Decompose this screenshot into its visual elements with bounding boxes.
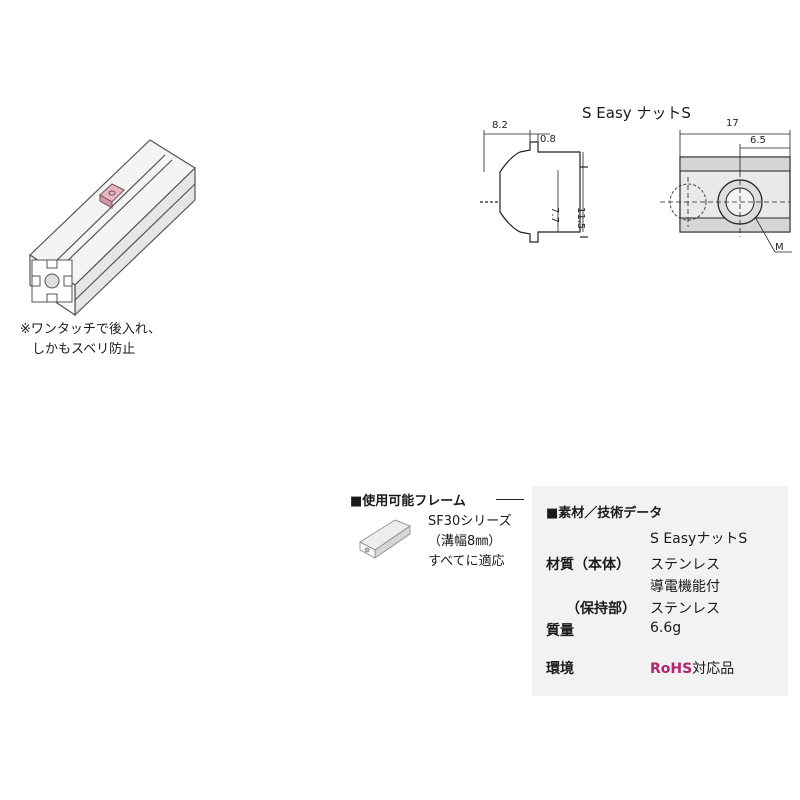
frames-applicability: すべてに適応 (428, 554, 505, 569)
product-title: S Easy ナットS (582, 104, 691, 122)
spec-value-conductive: 導電機能付 (650, 579, 720, 595)
frames-series: SF30シリーズ (428, 514, 512, 529)
frame-thumbnail-icon (359, 519, 411, 559)
spec-value-holder: ステンレス (650, 601, 720, 617)
spec-panel: ■素材／技術データ S EasyナットS 材質（本体） ステンレス 導電機能付 … (532, 486, 788, 696)
spec-product-name: S EasyナットS (650, 531, 748, 547)
dim-m: M (775, 242, 784, 253)
spec-value-material: ステンレス (650, 557, 720, 573)
dim-11-5: 11.5 (575, 207, 586, 229)
spec-label-holder: （保持部） (566, 601, 636, 617)
frames-heading: ■使用可能フレーム (350, 494, 466, 509)
rohs-badge: RoHS (650, 661, 693, 677)
profile-illustration (29, 139, 196, 317)
note-line-1: ※ワンタッチで後入れ、 (20, 322, 162, 337)
spec-value-mass: 6.6g (650, 620, 682, 636)
dim-0-8: 0.8 (540, 134, 556, 145)
spec-label-environment: 環境 (546, 661, 574, 677)
frames-rule (496, 499, 524, 500)
spec-heading: ■素材／技術データ (546, 506, 663, 521)
frames-desc: SF30シリーズ （溝幅8㎜） すべてに適応 (428, 512, 512, 572)
spec-label-mass: 質量 (546, 623, 574, 639)
spec-label-material: 材質（本体） (546, 557, 630, 573)
nut-icon (99, 183, 125, 209)
frames-slot-width: （溝幅8㎜） (428, 534, 502, 549)
dim-17: 17 (726, 118, 739, 129)
note-line-2: しかもスベリ防止 (32, 342, 136, 357)
note-caption: ※ワンタッチで後入れ、 しかもスベリ防止 (20, 320, 161, 360)
technical-drawing: 8.2 0.8 7.7 11.5 17 6.5 M (480, 118, 792, 253)
spec-value-environment: RoHS対応品 (650, 661, 735, 677)
dim-8-2: 8.2 (492, 120, 508, 131)
dim-6-5: 6.5 (750, 135, 766, 146)
dim-7-7: 7.7 (549, 207, 560, 223)
